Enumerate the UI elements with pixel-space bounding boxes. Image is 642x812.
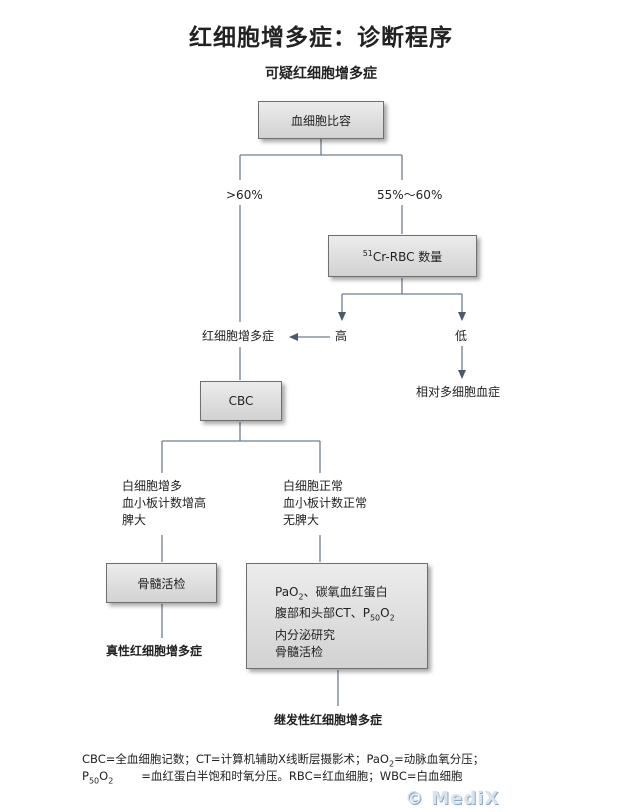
range-55-60-label: 55%～60% [377, 188, 443, 202]
finding-normal-platelets: 血小板计数正常 [283, 496, 368, 510]
finding-thrombocytosis: 血小板计数增高 [122, 496, 207, 510]
secondary-polycythemia-label: 继发性红细胞增多症 [274, 713, 383, 727]
polycythemia-vera-label: 真性红细胞增多症 [106, 644, 203, 658]
cr-rbc-box: 51Cr-RBC 数量 [328, 235, 477, 277]
finding-no-splenomegaly: 无脾大 [283, 513, 320, 527]
workup-line-3: 内分泌研究 [275, 627, 336, 642]
cr-rbc-label: 51Cr-RBC 数量 [363, 248, 443, 265]
right-findings: 白细胞正常 血小板计数正常 无脾大 [283, 478, 367, 529]
left-findings: 白细胞增多 血小板计数增高 脾大 [122, 478, 206, 529]
bone-marrow-label: 骨髓活检 [137, 576, 186, 591]
finding-splenomegaly: 脾大 [122, 513, 147, 527]
workup-box: PaO2、碳氧血红蛋白 腹部和头部CT、P50O2 内分泌研究 骨髓活检 [246, 563, 428, 669]
hematocrit-box: 血细胞比容 [258, 101, 384, 139]
footnote-line-2: P50O2=血红蛋白半饱和时氧分压。RBC=红血细胞；WBC=白血细胞 [82, 769, 463, 786]
over-60-label: >60% [226, 188, 263, 202]
relative-polycythemia-label: 相对多细胞血症 [416, 385, 501, 399]
high-label: 高 [335, 329, 348, 343]
bone-marrow-box: 骨髓活检 [106, 563, 217, 603]
page-title: 红细胞增多症：诊断程序 [189, 25, 453, 51]
finding-leukocytosis: 白细胞增多 [122, 479, 183, 493]
cbc-box: CBC [200, 381, 282, 421]
cbc-label: CBC [228, 394, 254, 408]
medix-watermark: © MediX [405, 788, 500, 809]
hematocrit-label: 血细胞比容 [290, 113, 351, 128]
erythrocytosis-label: 红细胞增多症 [202, 329, 275, 343]
diagram-subtitle: 可疑红细胞增多症 [265, 66, 377, 82]
cr-rbc-text: Cr-RBC 数量 [372, 249, 443, 264]
low-label: 低 [455, 329, 468, 343]
workup-line-4: 骨髓活检 [275, 644, 324, 659]
cr-isotope-superscript: 51 [362, 248, 373, 258]
footnote-line-1: CBC=全血细胞记数；CT=计算机辅助X线断层摄影术；PaO2=动脉血氧分压； [82, 752, 485, 769]
workup-line-1: PaO2、碳氧血红蛋白 [275, 585, 388, 602]
workup-line-2: 腹部和头部CT、P50O2 [275, 606, 395, 623]
workup-lines: PaO2、碳氧血红蛋白 腹部和头部CT、P50O2 内分泌研究 骨髓活检 [275, 584, 395, 661]
finding-normal-wbc: 白细胞正常 [283, 479, 344, 493]
